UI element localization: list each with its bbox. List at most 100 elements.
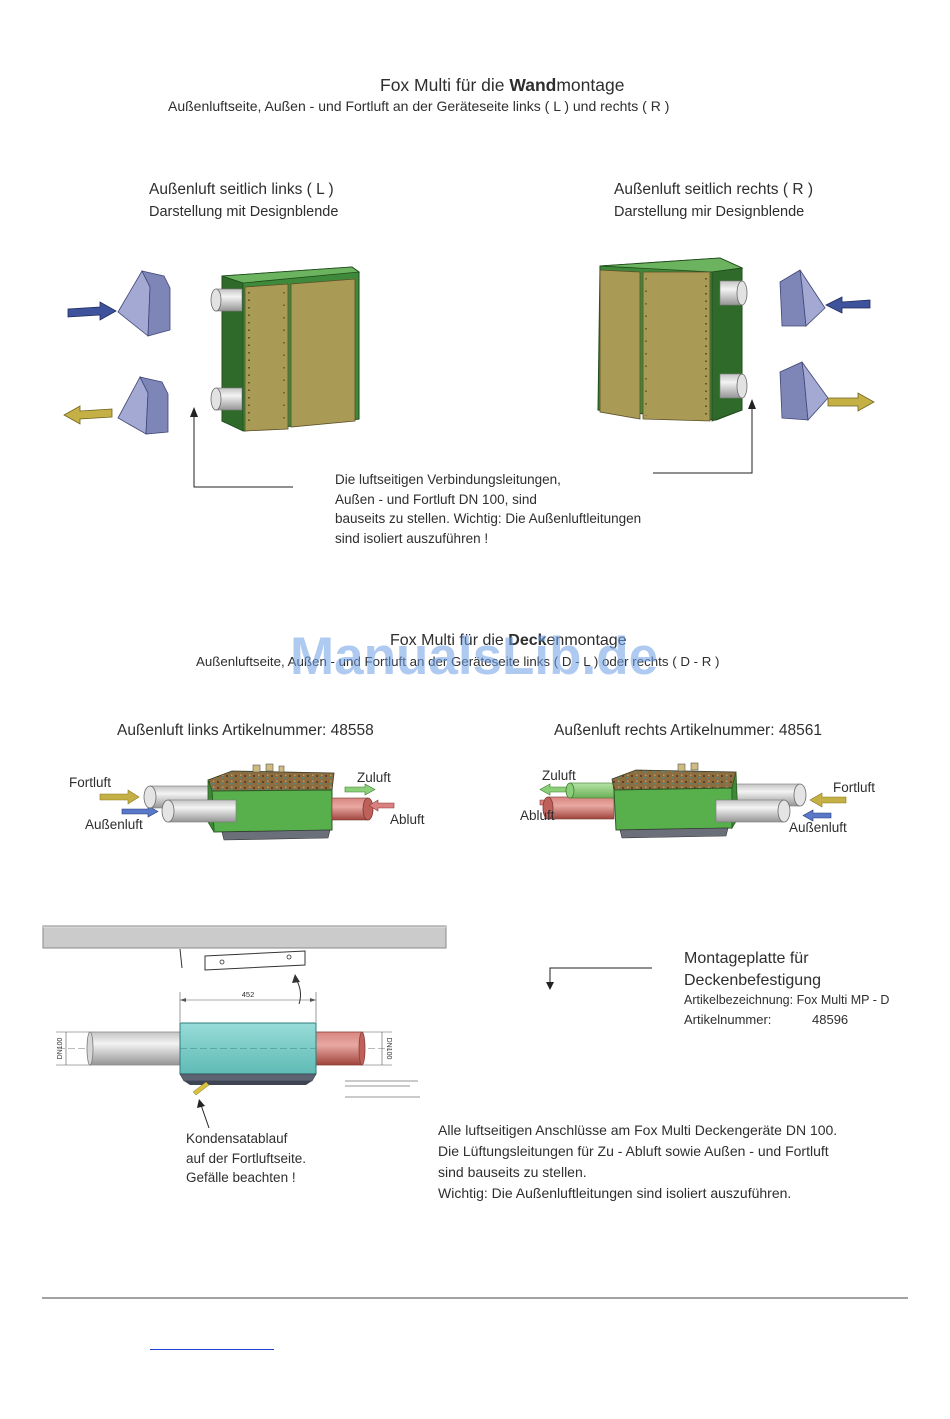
duct-stub-bottom	[719, 373, 748, 399]
right-unit-heading: Außenluft rechts Artikelnummer: 48561	[554, 722, 822, 739]
ceiling-mounting-title: Fox Multi für die Deckenmontage	[390, 631, 627, 651]
mounting-plate	[204, 950, 306, 971]
left-unit-supply-label: Zuluft	[357, 770, 391, 785]
unit-top-face	[207, 770, 335, 792]
ceiling-unit-left	[99, 763, 395, 841]
note-line: Alle luftseitigen Anschlüsse am Fox Mult…	[438, 1122, 838, 1138]
duct-stub-top	[719, 280, 748, 306]
exhaust-air-arrow	[99, 789, 140, 805]
exhaust-air-arrow-right	[827, 392, 875, 412]
left-view-heading: Außenluft seitlich links ( L )	[149, 181, 334, 198]
ceiling-slab	[42, 925, 447, 949]
extract-air-duct	[331, 797, 374, 821]
title-suffix: enmontage	[546, 632, 627, 649]
supply-air-duct	[565, 782, 615, 799]
width-dimension: 452	[179, 990, 317, 1022]
unit-base-plate	[619, 827, 729, 839]
extract-air-pipe	[313, 1031, 366, 1066]
plate-article-number: 48596	[812, 1012, 849, 1027]
outdoor-air-arrow-left	[67, 301, 117, 321]
note-line: Die Lüftungsleitungen für Zu - Abluft so…	[438, 1143, 829, 1159]
condensate-line: auf der Fortluftseite.	[186, 1150, 307, 1166]
outdoor-air-pipe	[86, 1031, 183, 1066]
duct-stub-top	[210, 288, 243, 312]
note-line: sind bauseits zu stellen.	[438, 1164, 587, 1180]
right-unit-exhaust-label: Fortluft	[833, 780, 876, 795]
condensate-line: Gefälle beachten !	[186, 1170, 296, 1185]
title-emphasis: Deck	[508, 632, 547, 649]
left-unit-extract-label: Abluft	[390, 812, 425, 827]
title-emphasis: Wand	[509, 75, 557, 95]
mounting-plate-title: Montageplatte für Deckenbefestigung	[684, 948, 821, 992]
title-suffix: montage	[556, 75, 625, 95]
exhaust-air-arrow-left	[63, 405, 113, 425]
design-cover-panel-right	[642, 271, 711, 422]
ceiling-mounting-subtitle: Außenluftseite, Außen - und Fortluft an …	[196, 654, 720, 669]
width-dimension-label: 452	[242, 990, 255, 999]
pipe-diameter-left: DN100	[56, 1031, 90, 1066]
outdoor-air-hood-left-top	[117, 270, 171, 337]
pipe-diameter-right: DN100	[362, 1031, 392, 1066]
unit-front-face	[613, 787, 733, 831]
right-view-heading: Außenluft seitlich rechts ( R )	[614, 181, 813, 198]
note-line: Wichtig: Die Außenluftleitungen sind iso…	[438, 1185, 792, 1201]
pipe-diameter-left-label: DN100	[57, 1038, 64, 1060]
exhaust-air-arrow	[809, 792, 847, 808]
right-view-caption: Darstellung mir Designblende	[614, 204, 805, 220]
unit-base	[179, 1073, 317, 1082]
note-line: Die luftseitigen Verbindungsleitungen,	[335, 472, 561, 487]
right-unit-outdoor-label: Außenluft	[789, 820, 847, 835]
outdoor-air-duct	[161, 799, 237, 823]
wall-unit-left	[210, 266, 361, 432]
ceiling-connection-note: Alle luftseitigen Anschlüsse am Fox Mult…	[438, 1120, 837, 1204]
outdoor-air-duct	[715, 799, 791, 823]
title-prefix: Fox Multi für die	[390, 632, 509, 649]
left-view-caption: Darstellung mit Designblende	[149, 204, 339, 220]
condensate-line: Kondensatablauf	[186, 1131, 288, 1146]
plate-designation: Artikelbezeichnung: Fox Multi MP - D	[684, 993, 890, 1007]
exhaust-air-hood-left-bottom	[117, 376, 169, 435]
duct-stub-bottom	[210, 387, 243, 411]
outdoor-air-arrow	[802, 809, 832, 822]
extract-air-arrow	[368, 799, 395, 812]
ceiling-unit-right	[539, 762, 847, 839]
drawing-fine-print	[345, 1080, 420, 1098]
unit-top-face	[611, 769, 737, 791]
plate-article-number-label: Artikelnummer:	[684, 1012, 772, 1027]
mounting-plate-pointer	[546, 967, 652, 990]
note-line: sind isoliert auszuführen !	[335, 530, 489, 546]
mounting-detail-drawing: 452 DN100	[42, 925, 447, 1129]
outdoor-air-arrow-right	[825, 296, 871, 314]
wall-mounting-subtitle: Außenluftseite, Außen - und Fortluft an …	[168, 98, 670, 114]
footer-link[interactable]	[150, 1340, 274, 1350]
outdoor-air-hood-right-top	[779, 269, 826, 327]
extract-air-duct	[542, 796, 615, 820]
design-cover-panel-left	[599, 269, 641, 420]
left-unit-exhaust-label: Fortluft	[69, 775, 112, 790]
plate-title-line: Montageplatte für	[684, 950, 809, 967]
design-cover-panel-left	[244, 283, 289, 432]
pipe-diameter-right-label: DN100	[385, 1038, 392, 1060]
outdoor-air-arrow	[121, 805, 159, 818]
left-unit-heading: Außenluft links Artikelnummer: 48558	[117, 722, 374, 739]
title-prefix: Fox Multi für die	[380, 75, 510, 95]
supply-air-arrow	[344, 783, 376, 796]
wall-unit-right	[597, 257, 748, 422]
callout-line-left	[190, 407, 293, 488]
design-cover-panel-right	[290, 278, 356, 428]
note-line: bauseits zu stellen. Wichtig: Die Außenl…	[335, 511, 642, 526]
left-unit-outdoor-label: Außenluft	[85, 817, 143, 832]
unit-base-plate	[221, 829, 331, 841]
exhaust-air-hood-right-bottom	[779, 361, 829, 421]
callout-line-right	[653, 399, 756, 474]
note-line: Außen - und Fortluft DN 100, sind	[335, 491, 537, 507]
lift-arrow	[292, 974, 301, 1005]
wall-connection-note: Die luftseitigen Verbindungsleitungen, A…	[335, 470, 641, 548]
condensate-note: Kondensatablauf auf der Fortluftseite. G…	[186, 1129, 306, 1188]
plate-title-line: Deckenbefestigung	[684, 972, 821, 989]
condensate-pointer	[197, 1099, 210, 1129]
condensate-drain	[192, 1081, 210, 1096]
wall-mounting-title: Fox Multi für die Wandmontage	[380, 75, 624, 95]
